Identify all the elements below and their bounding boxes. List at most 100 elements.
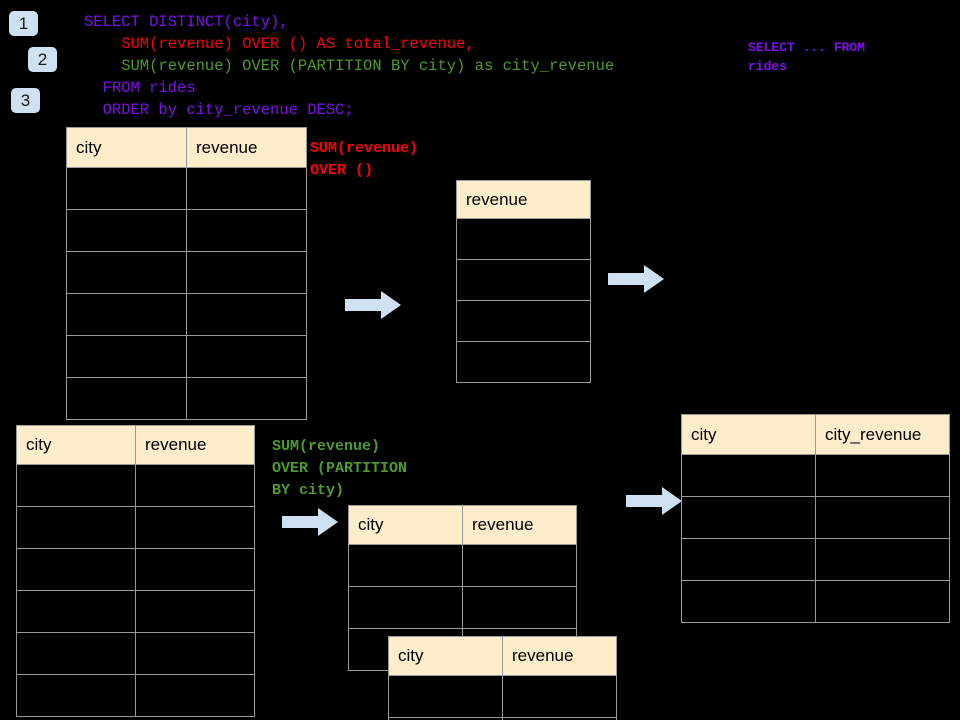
table-cell (462, 586, 577, 629)
column-header-city: city (348, 505, 463, 545)
table-cell (66, 335, 187, 378)
annotation-select-from: SELECT ... FROM rides (748, 40, 866, 74)
table-cell (681, 496, 816, 539)
table-cell (388, 675, 503, 718)
table-row (66, 209, 307, 252)
table-cell (186, 293, 307, 336)
table-cell (348, 544, 463, 587)
table-cell (16, 632, 136, 675)
column-header-city-revenue: city_revenue (815, 414, 950, 455)
column-header-city: city (681, 414, 816, 455)
sql-line-total-revenue: SUM(revenue) OVER () AS total_revenue, (84, 35, 475, 53)
table-body (456, 218, 591, 383)
table-row (388, 675, 617, 718)
arrow-source-to-partition (282, 508, 338, 536)
source-table-bottom: city revenue (16, 425, 255, 717)
table-cell (186, 377, 307, 420)
table-row (456, 259, 591, 301)
step-badge-3[interactable]: 3 (11, 88, 40, 113)
table-row (681, 454, 950, 497)
table-row (348, 586, 577, 629)
table-header-row: revenue (456, 180, 591, 219)
result-table: city city_revenue (681, 414, 950, 623)
table-row (16, 506, 255, 549)
table-cell (16, 506, 136, 549)
table-cell (815, 496, 950, 539)
arrow-partition-to-result (626, 487, 682, 515)
table-cell (815, 454, 950, 497)
column-header-revenue: revenue (502, 636, 617, 676)
table-cell (681, 538, 816, 581)
table-cell (135, 632, 255, 675)
table-cell (16, 590, 136, 633)
table-cell (681, 580, 816, 623)
table-cell (135, 590, 255, 633)
table-cell (186, 209, 307, 252)
table-cell (66, 209, 187, 252)
table-cell (135, 674, 255, 717)
table-header-row: city revenue (388, 636, 617, 676)
table-cell (815, 580, 950, 623)
table-body (66, 167, 307, 420)
table-cell (135, 506, 255, 549)
table-row (66, 167, 307, 210)
table-row (66, 335, 307, 378)
table-row (16, 464, 255, 507)
column-header-revenue: revenue (456, 180, 591, 219)
table-cell (456, 341, 591, 383)
table-cell (462, 544, 577, 587)
table-row (348, 544, 577, 587)
table-cell (456, 300, 591, 342)
table-row (66, 377, 307, 420)
total-revenue-table: revenue (456, 180, 591, 383)
table-cell (186, 167, 307, 210)
table-body (388, 675, 617, 720)
table-cell (66, 377, 187, 420)
arrow-total-to-right (608, 265, 664, 293)
table-cell (66, 167, 187, 210)
table-cell (16, 674, 136, 717)
table-cell (66, 251, 187, 294)
table-cell (815, 538, 950, 581)
sql-line-from: FROM rides (84, 79, 196, 97)
table-row (456, 341, 591, 383)
column-header-city: city (66, 127, 187, 168)
table-cell (456, 218, 591, 260)
column-header-revenue: revenue (462, 505, 577, 545)
table-cell (135, 464, 255, 507)
annotation-sum-over-empty: SUM(revenue) OVER () (310, 140, 419, 179)
step-badge-2[interactable]: 2 (28, 47, 57, 72)
source-table-top: city revenue (66, 127, 307, 420)
table-cell (502, 675, 617, 718)
table-row (16, 590, 255, 633)
table-row (456, 218, 591, 260)
arrow-source-to-total (345, 291, 401, 319)
table-row (16, 674, 255, 717)
table-header-row: city revenue (16, 425, 255, 465)
table-cell (16, 464, 136, 507)
table-cell (135, 548, 255, 591)
table-cell (456, 259, 591, 301)
table-header-row: city city_revenue (681, 414, 950, 455)
sql-line-select: SELECT DISTINCT(city), (84, 13, 289, 31)
table-cell (681, 454, 816, 497)
table-cell (348, 586, 463, 629)
table-header-row: city revenue (348, 505, 577, 545)
column-header-revenue: revenue (186, 127, 307, 168)
table-row (16, 548, 255, 591)
step-badge-1[interactable]: 1 (9, 11, 38, 36)
table-cell (186, 251, 307, 294)
table-row (681, 496, 950, 539)
table-row (681, 580, 950, 623)
table-row (456, 300, 591, 342)
table-row (681, 538, 950, 581)
table-cell (16, 548, 136, 591)
table-cell (502, 717, 617, 720)
partition-table-front: city revenue (388, 636, 617, 720)
table-row (16, 632, 255, 675)
table-header-row: city revenue (66, 127, 307, 168)
sql-line-city-revenue: SUM(revenue) OVER (PARTITION BY city) as… (84, 57, 615, 75)
column-header-revenue: revenue (135, 425, 255, 465)
table-row (66, 293, 307, 336)
